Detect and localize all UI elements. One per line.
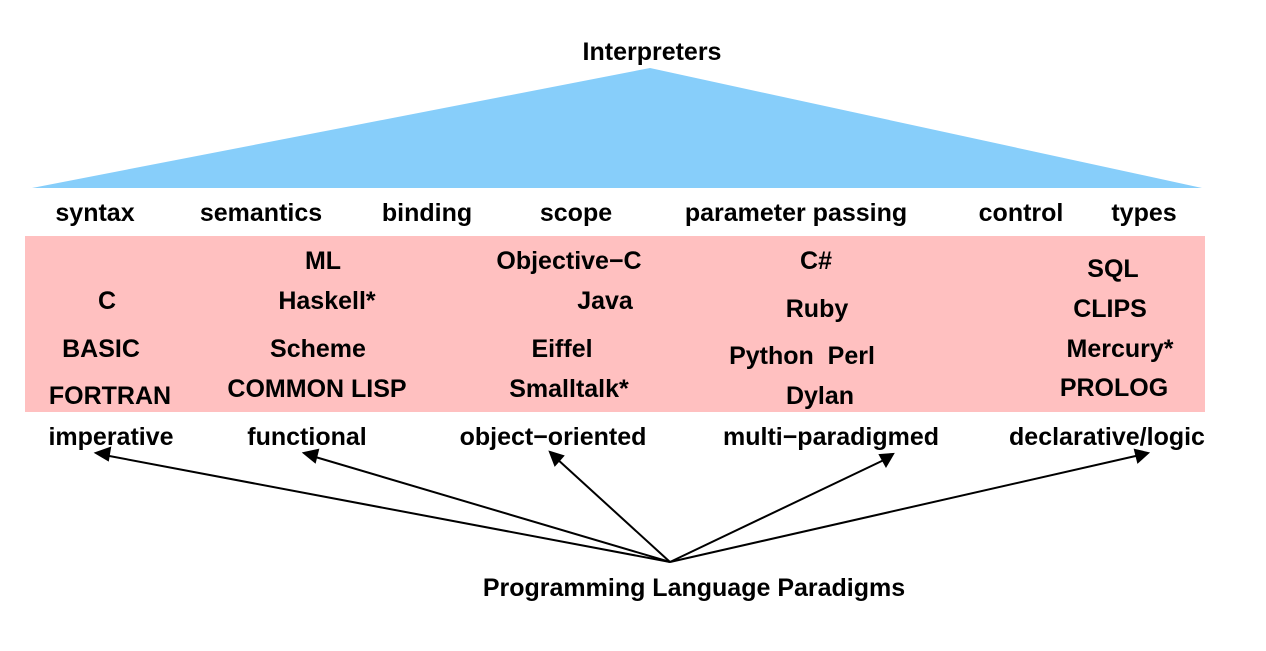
arrowhead-declarative-logic bbox=[1133, 448, 1151, 464]
language-eiffel: Eiffel bbox=[531, 335, 593, 363]
paradigm-declarative-logic: declarative/logic bbox=[1009, 423, 1205, 451]
concept-syntax: syntax bbox=[55, 199, 135, 227]
arrowhead-functional bbox=[301, 448, 320, 464]
arrowhead-imperative bbox=[93, 446, 112, 462]
interpreters-triangle bbox=[32, 68, 1202, 188]
concept-scope: scope bbox=[539, 199, 613, 227]
concept-parameter-passing: parameter passing bbox=[684, 199, 908, 227]
paradigm-imperative: imperative bbox=[48, 423, 174, 451]
languages-band bbox=[25, 236, 1205, 412]
paradigm-multi-paradigmed: multi−paradigmed bbox=[722, 423, 940, 451]
root-label: Programming Language Paradigms bbox=[482, 574, 906, 602]
language-haskell: Haskell* bbox=[278, 287, 376, 315]
language-scheme: Scheme bbox=[270, 335, 366, 363]
interpreters-title: Interpreters bbox=[582, 38, 722, 66]
paradigm-object-oriented: object−oriented bbox=[459, 423, 647, 451]
arrow-multi-paradigmed bbox=[669, 458, 887, 563]
language-fortran: FORTRAN bbox=[48, 382, 172, 410]
concept-binding: binding bbox=[381, 199, 473, 227]
language-ml: ML bbox=[304, 247, 342, 275]
arrow-object-oriented bbox=[555, 457, 671, 563]
language-sql: SQL bbox=[1087, 255, 1139, 283]
concept-types: types bbox=[1111, 199, 1177, 227]
arrow-imperative bbox=[103, 454, 671, 563]
language-ruby: Ruby bbox=[785, 295, 849, 323]
language-basic: BASIC bbox=[62, 335, 140, 363]
arrow-functional bbox=[311, 455, 671, 563]
language-java: Java bbox=[577, 287, 633, 315]
arrow-declarative-logic bbox=[669, 454, 1141, 563]
language-dylan: Dylan bbox=[785, 382, 855, 410]
language-common-lisp: COMMON LISP bbox=[227, 375, 407, 403]
paradigm-arrows bbox=[93, 446, 1151, 563]
language-clips: CLIPS bbox=[1073, 295, 1147, 323]
language-python-perl: Python Perl bbox=[729, 342, 875, 370]
arrowhead-object-oriented bbox=[548, 450, 565, 467]
language-prolog: PROLOG bbox=[1059, 374, 1169, 402]
language-objective-c: Objective−C bbox=[496, 247, 642, 275]
language-smalltalk: Smalltalk* bbox=[509, 375, 629, 403]
arrowhead-multi-paradigmed bbox=[878, 452, 895, 469]
language-c: C bbox=[97, 287, 117, 315]
concept-semantics: semantics bbox=[199, 199, 323, 227]
concept-control: control bbox=[978, 199, 1064, 227]
language-csharp: C# bbox=[800, 247, 832, 275]
language-mercury: Mercury* bbox=[1066, 335, 1174, 363]
paradigm-functional: functional bbox=[247, 423, 367, 451]
